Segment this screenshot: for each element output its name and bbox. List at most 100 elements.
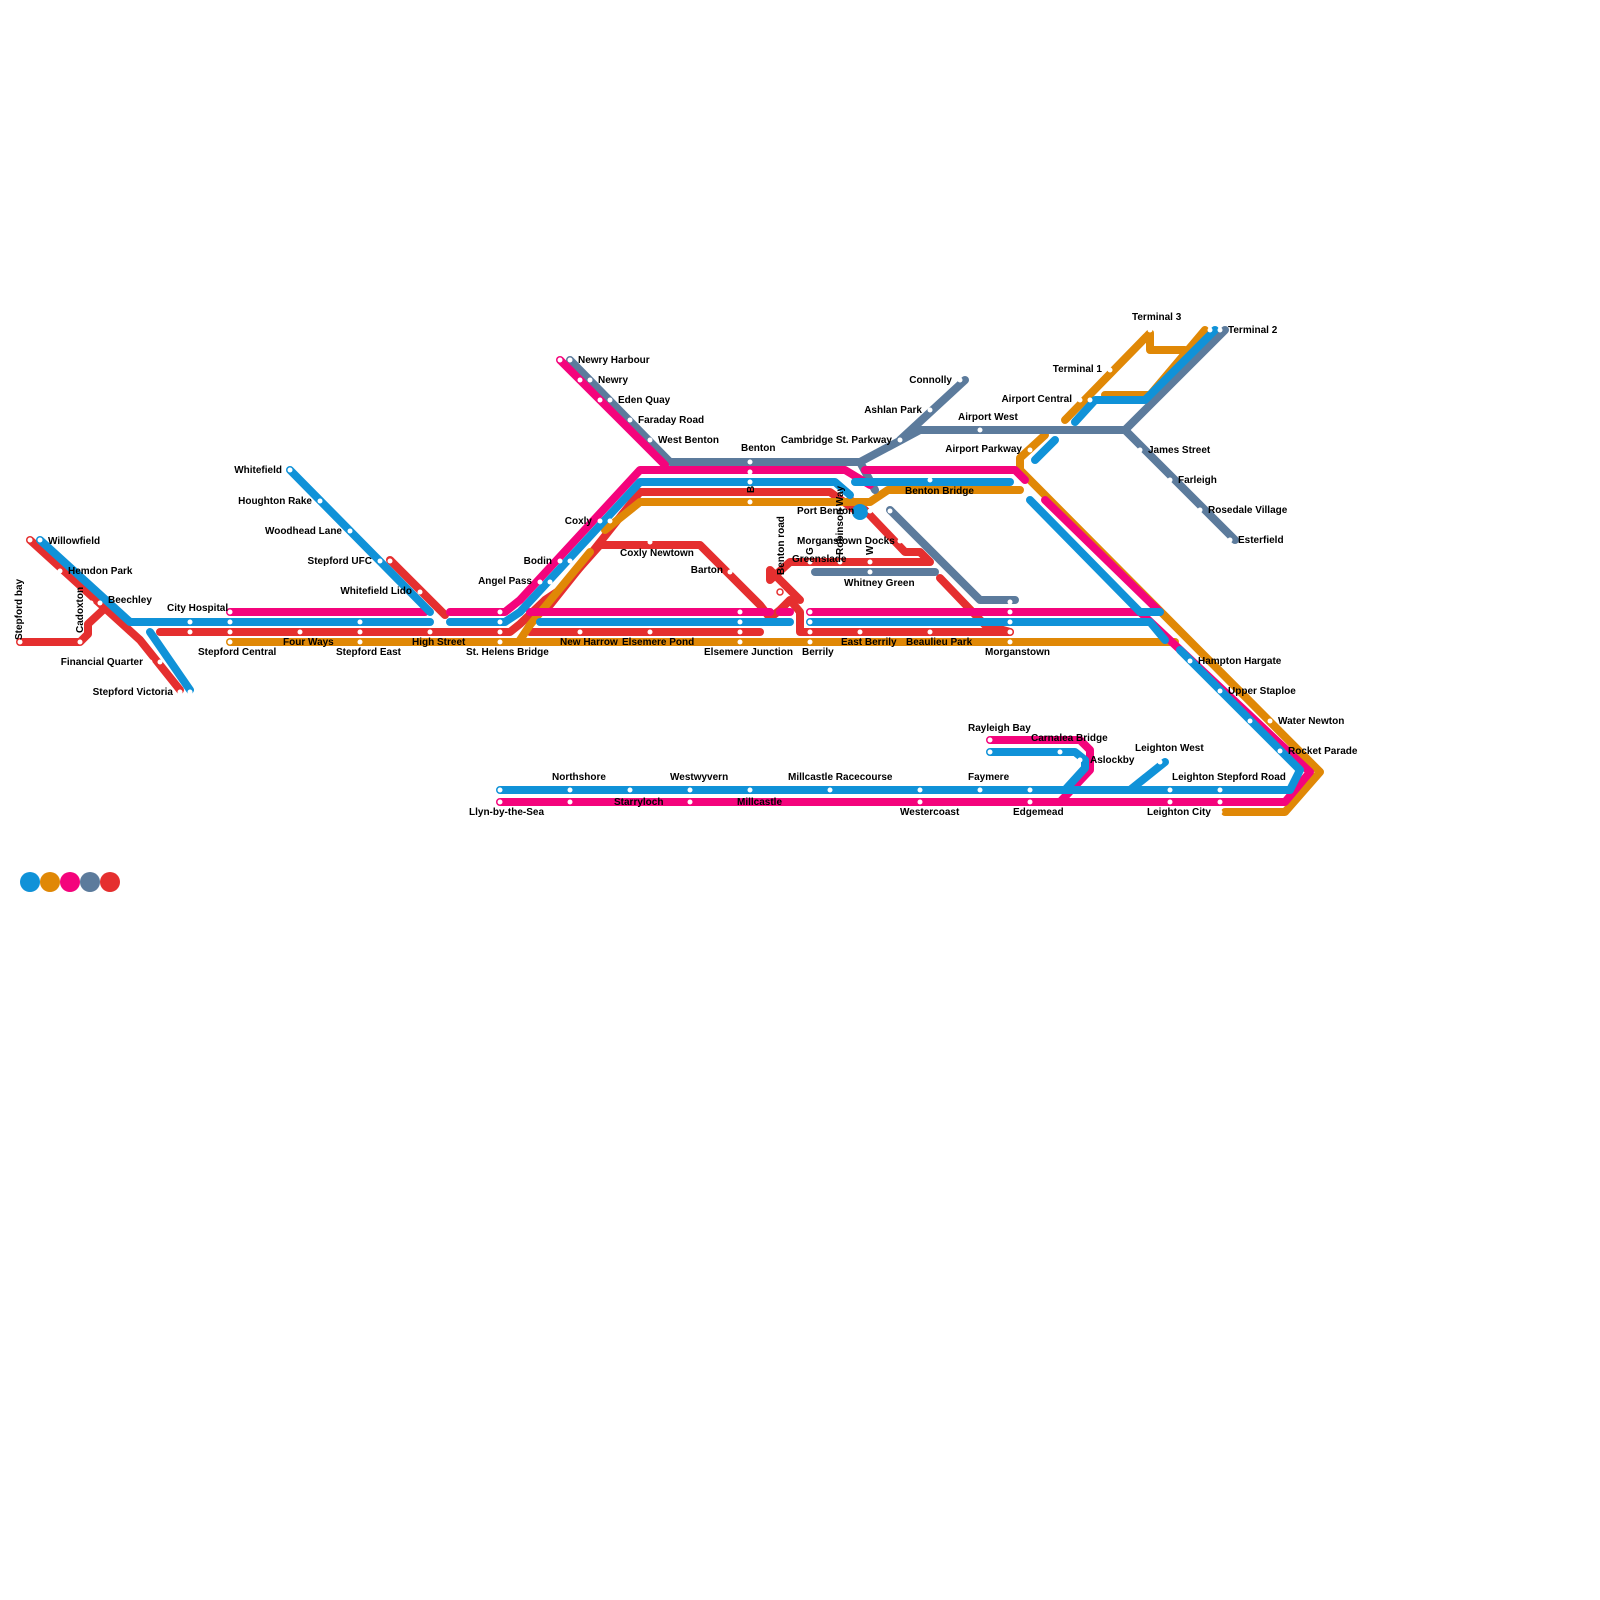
stop-stepford-central-d[interactable] [227,639,233,645]
stop-newry-harbour-b[interactable] [567,357,573,363]
stop-airport-parkway[interactable] [1027,447,1033,453]
stop-stepford-bay[interactable] [17,639,23,645]
stop-west-benton[interactable] [647,437,653,443]
stop-stepford-east-b[interactable] [357,629,363,635]
stop-stepford-victoria-blue[interactable] [187,689,193,695]
stop-terminal-3[interactable] [1147,327,1153,333]
stop-farleigh[interactable] [1167,477,1173,483]
stop-leighton-stepford-road-a[interactable] [1217,787,1223,793]
stop-whitefield-lido[interactable] [417,589,423,595]
stop-morganstown-a[interactable] [1007,599,1013,605]
stop-morganstown-docks[interactable] [897,538,903,544]
legend-red-dot[interactable] [100,872,120,892]
stop-elsemere-junction-a[interactable] [737,609,743,615]
stop-benton-d[interactable] [747,499,753,505]
stop-morganstown-b[interactable] [1007,609,1013,615]
stop-berrily-c[interactable] [807,629,813,635]
stop-four-ways[interactable] [297,629,303,635]
stop-edgemead-b[interactable] [1027,799,1033,805]
stop-elsemere-junction-c[interactable] [737,629,743,635]
stop-port-benton-b[interactable] [887,508,893,514]
stop-starryloch[interactable] [627,787,633,793]
stop-ashlan-park[interactable] [927,407,933,413]
stop-stepford-east-a[interactable] [357,619,363,625]
stop-elsemere-pond[interactable] [647,629,653,635]
stop-airport-central-b[interactable] [1087,397,1093,403]
stop-coxly-newtown[interactable] [647,539,653,545]
stop-bodin-b[interactable] [567,558,573,564]
stop-westercoast-b[interactable] [917,799,923,805]
stop-angel-pass-b[interactable] [547,579,553,585]
stop-hampton-hargate[interactable] [1187,658,1193,664]
stop-st-helens-b[interactable] [497,619,503,625]
port-benton-interchange-icon[interactable] [852,504,868,520]
stop-bodin-a[interactable] [557,558,563,564]
stop-leighton-city-b[interactable] [1167,799,1173,805]
stop-whitefield[interactable] [287,467,293,473]
stop-berrily-d[interactable] [807,639,813,645]
stop-upper-staploe[interactable] [1217,688,1223,694]
stop-whitney-green[interactable] [867,569,873,575]
stop-northshore-b[interactable] [567,799,573,805]
legend-blue-dot[interactable] [20,872,40,892]
stop-stepford-central-b[interactable] [227,619,233,625]
stop-millcastle[interactable] [747,787,753,793]
stop-st-helens-c[interactable] [497,629,503,635]
stop-coxly-a[interactable] [597,518,603,524]
stop-stepford-central-a[interactable] [227,609,233,615]
stop-benton-b[interactable] [747,469,753,475]
stop-city-hospital-a[interactable] [187,619,193,625]
stop-newry-b[interactable] [587,377,593,383]
stop-east-berrily[interactable] [857,629,863,635]
stop-terminal-1[interactable] [1107,367,1113,373]
stop-stepford-ufc-blue[interactable] [377,558,383,564]
stop-cadoxton[interactable] [77,639,83,645]
stop-water-newton[interactable] [1267,718,1273,724]
stop-stepford-ufc-red[interactable] [387,558,393,564]
stop-elsemere-junction-d[interactable] [737,639,743,645]
stop-carnalea-bridge[interactable] [1057,749,1063,755]
stop-benton-a[interactable] [747,459,753,465]
stop-st-helens-a[interactable] [497,609,503,615]
stop-high-street[interactable] [427,629,433,635]
stop-berrily-a[interactable] [807,609,813,615]
stop-esterfield[interactable] [1227,537,1233,543]
stop-llyn-by-the-sea-a[interactable] [497,787,503,793]
stop-st-helens-d[interactable] [497,639,503,645]
stop-llyn-by-the-sea-b[interactable] [497,799,503,805]
stop-hemdon-park[interactable] [57,568,63,574]
stop-connolly[interactable] [957,377,963,383]
stop-benton-c[interactable] [747,479,753,485]
stop-faraday-road[interactable] [627,417,633,423]
stop-port-benton-a[interactable] [867,508,873,514]
stop-leighton-city-a[interactable] [1217,799,1223,805]
stop-berrily-b[interactable] [807,619,813,625]
stop-rocket-parade[interactable] [1277,748,1283,754]
stop-beaulieu-park[interactable] [927,629,933,635]
stop-leighton-west[interactable] [1157,759,1163,765]
stop-new-harrow[interactable] [577,629,583,635]
stop-eden-quay-a[interactable] [597,397,603,403]
stop-cambridge-st-parkway[interactable] [897,437,903,443]
stop-james-street[interactable] [1137,447,1143,453]
stop-leighton-city-c[interactable] [1217,809,1223,815]
stop-morganstown-d[interactable] [1007,629,1013,635]
stop-houghton-rake[interactable] [317,498,323,504]
stop-northshore-a[interactable] [567,787,573,793]
stop-terminal-2-a[interactable] [1207,327,1213,333]
stop-airport-central-a[interactable] [1077,397,1083,403]
stop-edgemead-a[interactable] [1027,787,1033,793]
stop-morganstown-e[interactable] [1007,639,1013,645]
legend-orange-dot[interactable] [40,872,60,892]
stop-beechley-blue[interactable] [97,600,103,606]
stop-morganstown-c[interactable] [1007,619,1013,625]
legend-slate-dot[interactable] [80,872,100,892]
stop-coxly-b[interactable] [607,518,613,524]
stop-willowfield-blue[interactable] [37,537,43,543]
legend-magenta-dot[interactable] [60,872,80,892]
stop-financial-quarter-blue[interactable] [157,659,163,665]
stop-westwyvern-a[interactable] [687,787,693,793]
stop-city-hospital-b[interactable] [187,629,193,635]
stop-angel-pass-a[interactable] [537,579,543,585]
stop-westercoast-a[interactable] [917,787,923,793]
